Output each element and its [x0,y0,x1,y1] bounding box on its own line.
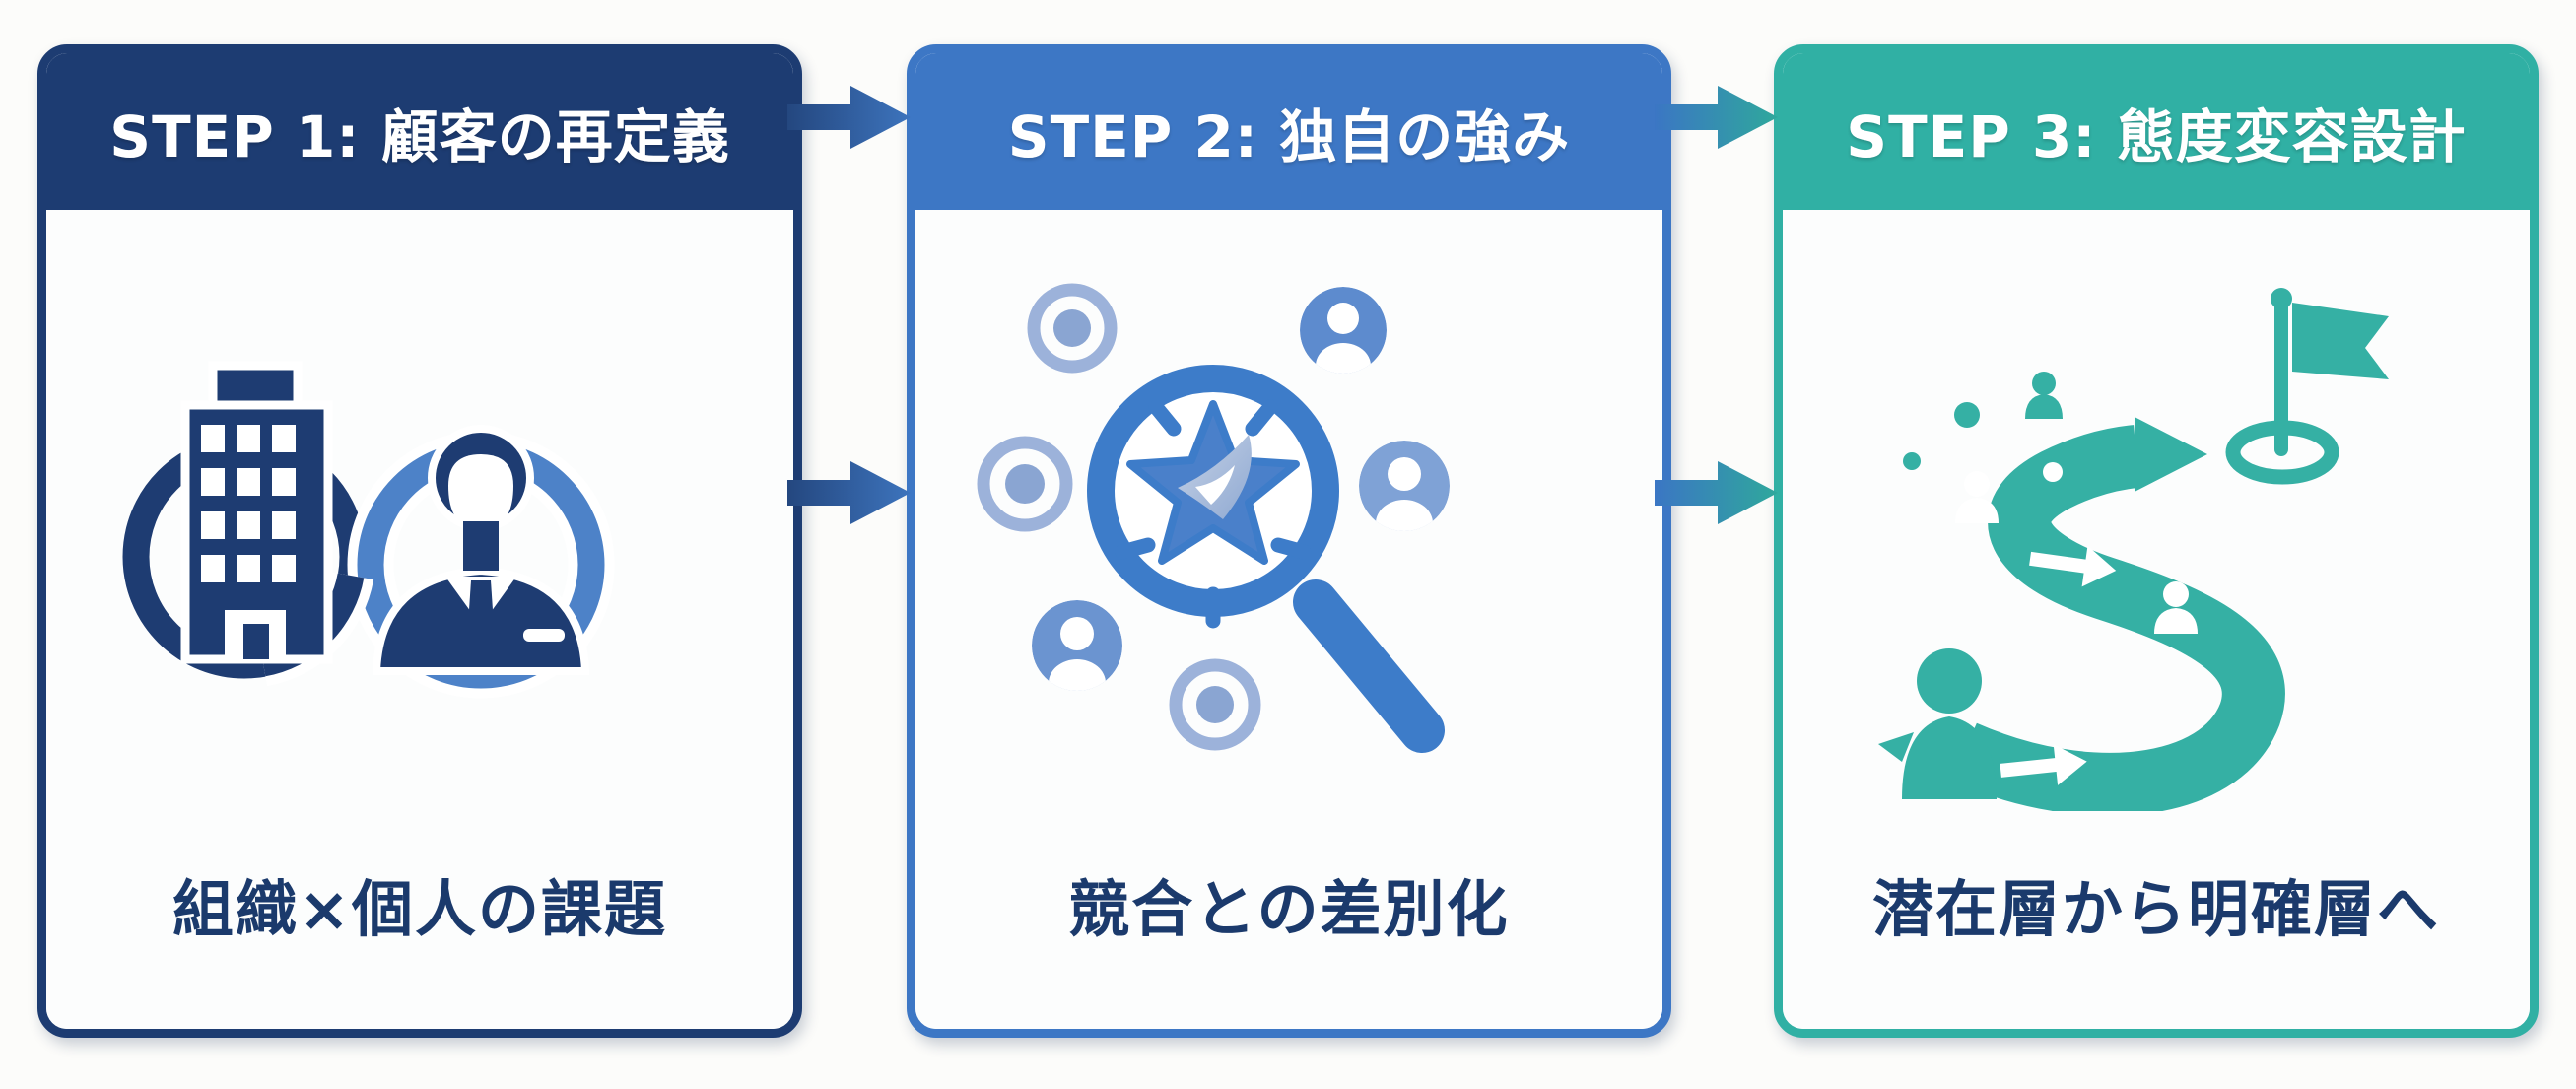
step-1-header: STEP 1: 顧客の再定義 [46,53,793,210]
magnifier-star-competitors-icon [977,283,1450,753]
step-2-icon-wrap [915,210,1662,859]
step-2-body: 競合との差別化 [915,210,1662,1029]
star-icon [1115,399,1312,628]
goal-flag-icon [2225,287,2389,484]
step-1-icon-wrap [46,210,793,859]
flow-arrow-step1-step2-middle [787,461,911,524]
step-1-body: 組織×個人の課題 [46,210,793,1029]
flow-arrow-step2-step3-middle [1655,461,1778,524]
building-icon [180,361,333,663]
businessman-icon [372,424,590,675]
flow-arrow-step1-step2-top [787,86,911,149]
journey-path-goal-flag-icon [1878,287,2389,811]
winding-path-icon [1951,416,2285,811]
path-people-icons [1955,461,2198,634]
path-direction-arrows [2000,545,2117,785]
audience-dot-icons [977,283,1261,750]
step-3-icon-wrap [1783,210,2530,859]
step-1-caption: 組織×個人の課題 [172,873,667,945]
flow-arrow-step2-step3-top [1655,86,1778,149]
step-2-caption: 競合との差別化 [1068,873,1510,945]
step-3-caption: 潜在層から明確層へ [1871,873,2440,945]
audience-people-icons [1878,371,2063,799]
step-3-header: STEP 3: 態度変容設計 [1783,53,2530,210]
step-2-card: STEP 2: 独自の強み [907,44,1671,1038]
organization-individual-overlap-icon [122,361,615,698]
step-1-card: STEP 1: 顧客の再定義 [37,44,802,1038]
step-2-header: STEP 2: 独自の強み [915,53,1662,210]
step-3-body: 潜在層から明確層へ [1783,210,2530,1029]
step-3-card: STEP 3: 態度変容設計 [1774,44,2539,1038]
audience-avatar-icons [1032,286,1450,691]
